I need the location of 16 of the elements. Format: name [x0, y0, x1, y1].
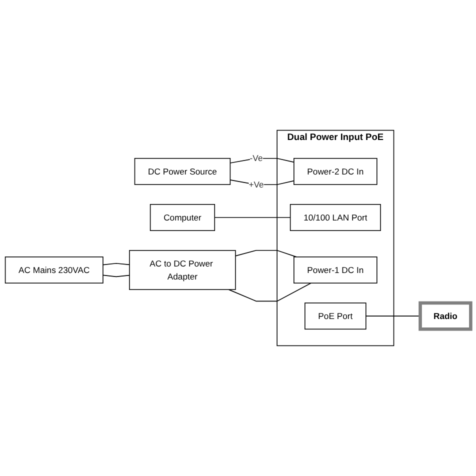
- node-box: Power-2 DC In: [294, 158, 378, 185]
- connector: [235, 250, 297, 258]
- node-box: AC to DC Power Adapter: [129, 250, 236, 290]
- node-box: PoE Port: [304, 302, 366, 330]
- node-box: Power-1 DC In: [294, 256, 378, 284]
- node-box: Computer: [150, 204, 216, 231]
- connector: [102, 262, 130, 266]
- edge-label: +Ve: [248, 179, 264, 190]
- node-box: 10/100 LAN Port: [290, 204, 381, 231]
- connector: [214, 217, 291, 218]
- node-box: DC Power Source: [134, 158, 231, 185]
- connector: [228, 282, 312, 302]
- edge-label: -Ve: [250, 153, 263, 164]
- node-box: Radio: [418, 301, 472, 331]
- node-box: AC Mains 230VAC: [4, 256, 104, 284]
- connector: [102, 274, 130, 278]
